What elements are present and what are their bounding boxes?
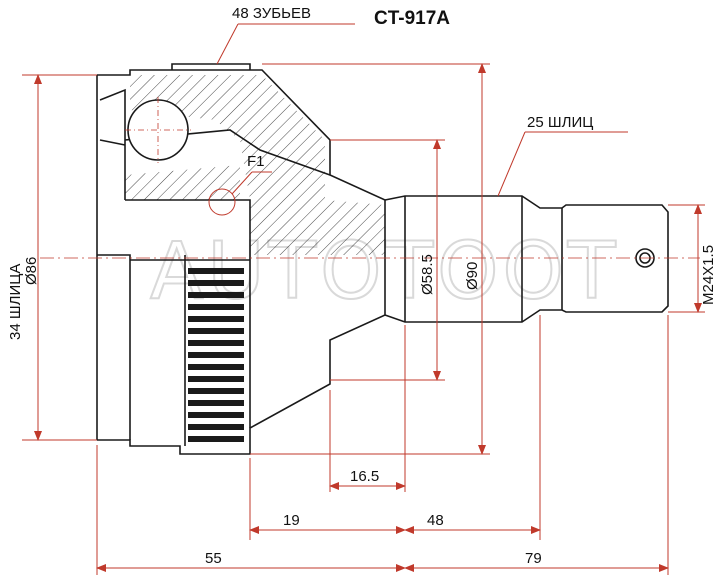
f1-circle <box>208 188 236 216</box>
teeth-label: 48 ЗУБЬЕВ <box>232 5 311 22</box>
abs-tooth <box>188 388 244 394</box>
abs-tooth <box>188 424 244 430</box>
abs-tooth <box>188 400 244 406</box>
f1-label: F1 <box>247 153 265 170</box>
part-title: CT-917A <box>374 8 450 29</box>
abs-tooth <box>188 340 244 346</box>
diameter-58-label: Ø58.5 <box>419 254 436 295</box>
section-hatch-top <box>130 75 385 255</box>
dimension-lines <box>22 23 705 575</box>
abs-tooth <box>188 412 244 418</box>
outer-splines-label: 25 ШЛИЦ <box>527 114 593 131</box>
abs-tooth <box>188 304 244 310</box>
ball <box>125 97 191 163</box>
dim-48: 48 <box>427 512 444 529</box>
abs-tooth <box>188 328 244 334</box>
diameter-90-label: Ø90 <box>464 262 481 290</box>
abs-tooth <box>188 364 244 370</box>
abs-tooth <box>188 436 244 442</box>
abs-ring-teeth <box>188 268 244 442</box>
section-hatch-inner <box>125 165 240 200</box>
abs-tooth <box>188 316 244 322</box>
dim-79: 79 <box>525 550 542 567</box>
abs-tooth <box>188 376 244 382</box>
dim-19: 19 <box>283 512 300 529</box>
f1-leader <box>231 171 253 195</box>
abs-tooth <box>188 268 244 274</box>
inner-diameter-label: Ø86 <box>23 257 40 285</box>
thread-label: M24X1.5 <box>700 245 717 305</box>
abs-tooth <box>188 352 244 358</box>
abs-tooth <box>188 292 244 298</box>
dim-55: 55 <box>205 550 222 567</box>
inner-splines-label: 34 ШЛИЦА <box>7 264 24 340</box>
dim-16-5: 16.5 <box>350 468 379 485</box>
abs-tooth <box>188 280 244 286</box>
